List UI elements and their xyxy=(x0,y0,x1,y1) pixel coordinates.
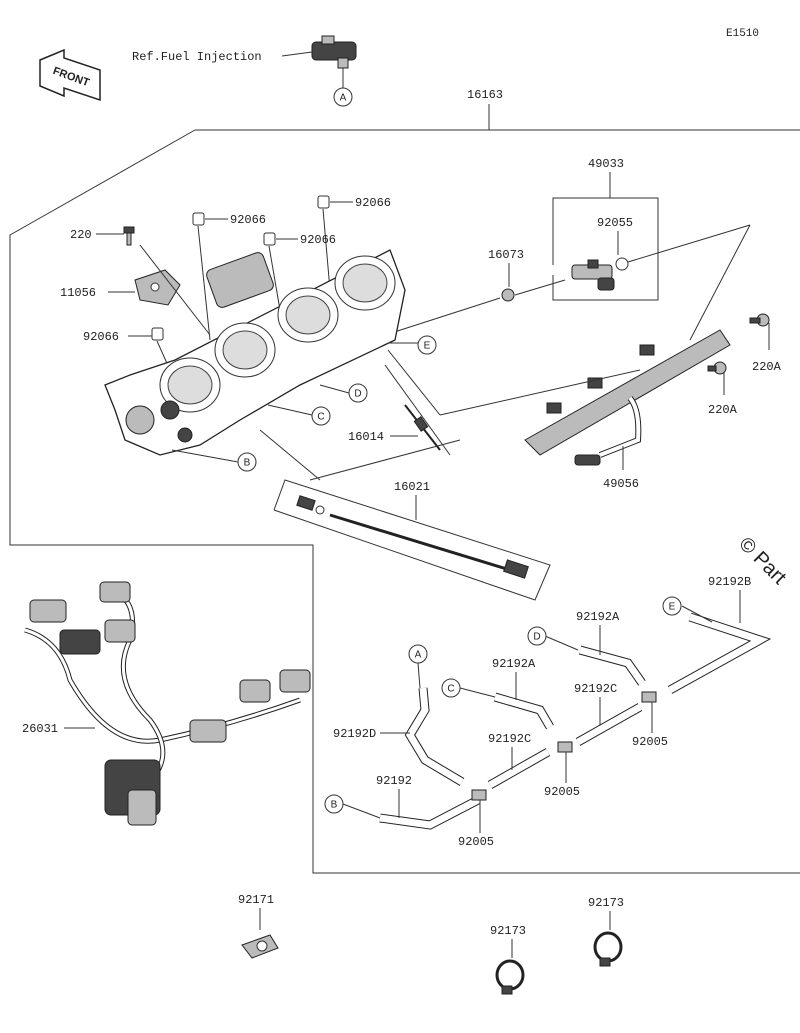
part-92171-label[interactable]: 92171 xyxy=(238,893,274,907)
part-11056-label[interactable]: 11056 xyxy=(60,286,96,300)
throttle-actuator-icon xyxy=(206,252,274,308)
part-92005-b-label[interactable]: 92005 xyxy=(544,785,580,799)
part-92173-b-label[interactable]: 92173 xyxy=(588,896,624,910)
callout-e-hose xyxy=(662,596,682,616)
part-92066-b-label[interactable]: 92066 xyxy=(355,196,391,210)
part-92173-a-label[interactable]: 92173 xyxy=(490,924,526,938)
screw-16014-icon xyxy=(404,404,441,451)
diagram-code: E1510 xyxy=(726,28,759,40)
part-92192C-b-label[interactable]: 92192C xyxy=(488,732,531,746)
svg-text:D: D xyxy=(533,632,540,643)
part-49033-label[interactable]: 49033 xyxy=(588,157,624,171)
cap-92066-c-icon xyxy=(263,232,276,246)
part-16073-label[interactable]: 16073 xyxy=(488,248,524,262)
callout-d-hose xyxy=(527,626,547,646)
cap-92066-d-icon xyxy=(151,327,164,341)
part-220A-a-label[interactable]: 220A xyxy=(752,360,782,374)
svg-text:C: C xyxy=(317,412,324,423)
throttle-linkage-icon xyxy=(125,400,193,443)
throttle-bore-1-icon xyxy=(159,357,221,413)
svg-text:B: B xyxy=(244,458,251,469)
seal-16073-icon xyxy=(501,288,515,302)
cap-92066-a-icon xyxy=(192,212,205,226)
clip-92171-icon xyxy=(241,934,279,959)
part-92005-c-label[interactable]: 92005 xyxy=(458,835,494,849)
part-92192A-b-label[interactable]: 92192A xyxy=(492,657,536,671)
fuel-injection-sensor-icon xyxy=(311,35,357,69)
throttle-bore-2-icon xyxy=(214,322,276,378)
part-92055-label[interactable]: 92055 xyxy=(597,216,633,230)
callout-b-top xyxy=(237,452,257,472)
vacuum-hoses xyxy=(379,612,772,830)
injector-icon xyxy=(571,257,629,291)
callout-e-top xyxy=(417,335,437,355)
part-49056-label[interactable]: 49056 xyxy=(603,477,639,491)
part-92192A-a-label[interactable]: 92192A xyxy=(576,610,620,624)
tee-joint-92005-c-icon xyxy=(471,789,487,801)
tee-joint-92005-b-icon xyxy=(557,741,573,753)
hose-clamp-92173-a-icon xyxy=(495,959,525,995)
part-220-label[interactable]: 220 xyxy=(70,228,92,242)
ref-fuel-injection-label[interactable]: Ref.Fuel Injection xyxy=(132,50,262,64)
part-92066-a-label[interactable]: 92066 xyxy=(230,213,266,227)
svg-text:E: E xyxy=(669,602,676,613)
cap-92066-b-icon xyxy=(317,195,330,209)
throttle-shaft-icon xyxy=(296,495,529,579)
part-92192D-label[interactable]: 92192D xyxy=(333,727,376,741)
svg-text:B: B xyxy=(331,800,338,811)
callout-c-hose xyxy=(441,678,461,698)
svg-text:E: E xyxy=(424,341,431,352)
part-16021-label[interactable]: 16021 xyxy=(394,480,430,494)
part-26031-label[interactable]: 26031 xyxy=(22,722,58,736)
part-92192C-a-label[interactable]: 92192C xyxy=(574,682,617,696)
callout-a-top xyxy=(333,87,353,107)
hose-clamp-92173-b-icon xyxy=(593,931,623,967)
bolt-220-icon xyxy=(123,226,135,246)
tee-joint-92005-a-icon xyxy=(641,691,657,703)
callout-d-top xyxy=(348,383,368,403)
svg-text:A: A xyxy=(415,650,422,661)
svg-text:A: A xyxy=(340,93,347,104)
assembly-outline xyxy=(9,129,800,874)
throttle-bore-3-icon xyxy=(277,287,339,343)
front-arrow-icon: FRONT xyxy=(39,48,101,102)
callout-c-top xyxy=(311,406,331,426)
part-220A-b-label[interactable]: 220A xyxy=(708,403,738,417)
throttle-body-assembly xyxy=(104,249,406,456)
callout-b-hose xyxy=(324,794,344,814)
part-92066-d-label[interactable]: 92066 xyxy=(83,330,119,344)
bolt-220A-a-icon xyxy=(749,313,770,327)
svg-text:C: C xyxy=(447,684,454,695)
bracket-11056-icon xyxy=(134,269,181,306)
part-92192-label[interactable]: 92192 xyxy=(376,774,412,788)
svg-text:D: D xyxy=(354,389,361,400)
part-92005-a-label[interactable]: 92005 xyxy=(632,735,668,749)
part-16163-label[interactable]: 16163 xyxy=(467,88,503,102)
fuel-rail-icon xyxy=(524,329,731,466)
bolt-220A-b-icon xyxy=(707,361,727,375)
part-16014-label[interactable]: 16014 xyxy=(348,430,384,444)
part-92192B-label[interactable]: 92192B xyxy=(708,575,751,589)
part-92066-c-label[interactable]: 92066 xyxy=(300,233,336,247)
throttle-bore-4-icon xyxy=(334,255,396,311)
wiring-harness-26031-icon xyxy=(24,581,311,826)
